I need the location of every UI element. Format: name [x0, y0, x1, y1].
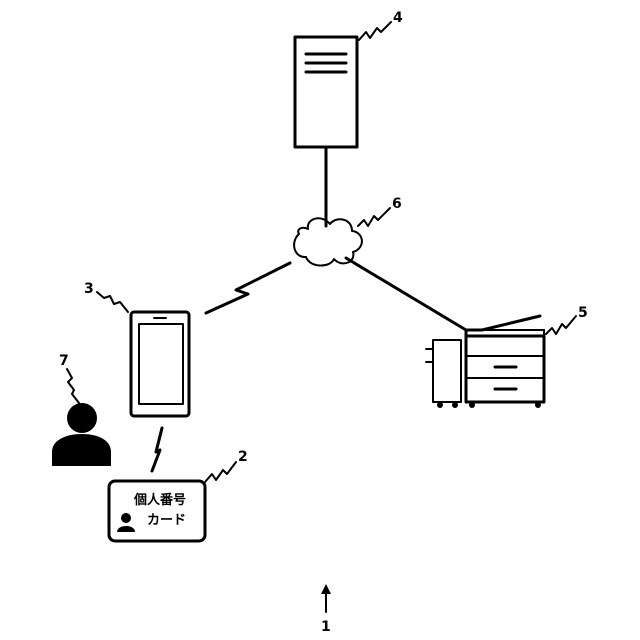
ref-label-card: 2 — [238, 449, 248, 465]
ref-label-server: 4 — [393, 10, 403, 26]
cloud-icon — [294, 218, 362, 265]
leader-6 — [358, 208, 390, 226]
ref-label-printer: 5 — [578, 305, 588, 321]
network-printer-link — [346, 258, 466, 330]
person-icon — [52, 403, 111, 466]
terminal-card-wireless-link — [152, 428, 162, 471]
system-arrowhead — [321, 584, 331, 594]
leader-4 — [359, 22, 391, 40]
leader-2 — [205, 462, 236, 482]
ref-label-network: 6 — [392, 196, 402, 212]
ref-label-system: 1 — [321, 619, 331, 635]
ref-label-terminal: 3 — [84, 281, 94, 297]
server-icon — [295, 37, 357, 147]
leader-3 — [97, 292, 128, 312]
card-title-line1: 個人番号 — [133, 492, 186, 508]
terminal-network-wireless-link — [206, 263, 290, 313]
card-title-line2: カード — [147, 513, 186, 528]
id-card-icon: 個人番号 カード — [109, 481, 205, 541]
leader-7 — [67, 369, 79, 403]
multifunction-printer-icon — [426, 316, 544, 408]
ref-label-user: 7 — [59, 353, 69, 369]
leader-5 — [546, 316, 576, 334]
smartphone-icon — [131, 312, 189, 416]
